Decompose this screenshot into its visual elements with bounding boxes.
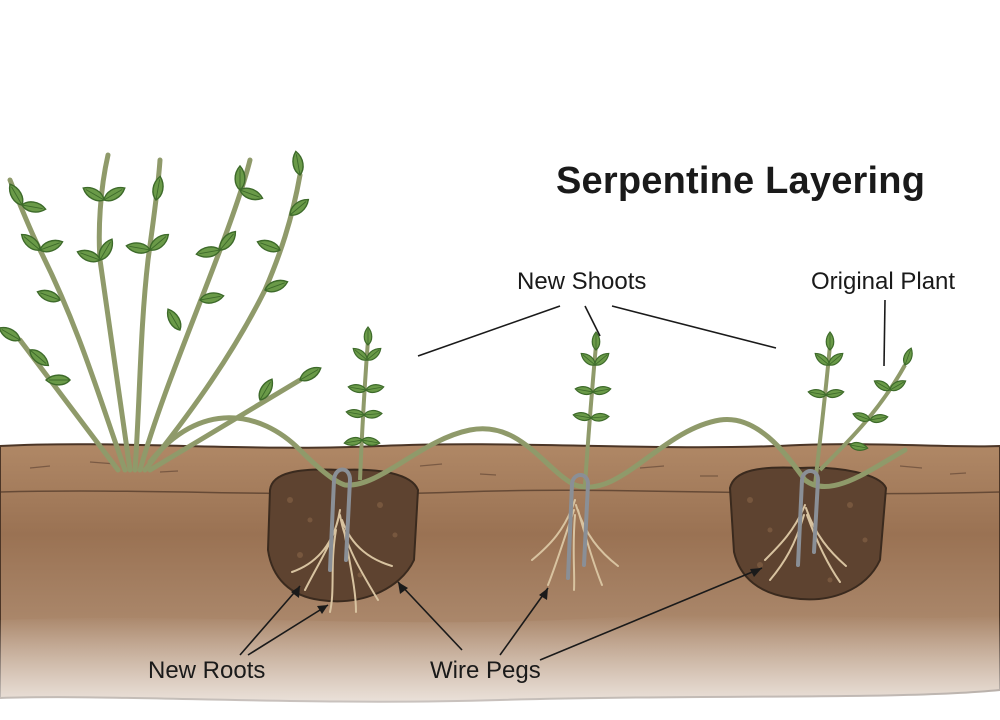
new-shoot-3 bbox=[807, 331, 916, 486]
callout-original bbox=[883, 299, 886, 367]
original-plant-leaves bbox=[0, 149, 324, 404]
serpentine-stem bbox=[147, 415, 908, 490]
callout-roots-1 bbox=[239, 585, 301, 656]
label-new-shoots: New Shoots bbox=[517, 268, 647, 295]
callout-roots-2 bbox=[247, 604, 329, 656]
callout-shoots-1 bbox=[417, 305, 561, 357]
callout-lines bbox=[239, 299, 886, 661]
new-shoot-2 bbox=[572, 331, 612, 486]
wire-pegs bbox=[328, 467, 821, 580]
wire-peg-3 bbox=[796, 469, 821, 567]
wire-peg-2 bbox=[566, 473, 591, 580]
new-shoot-1 bbox=[343, 326, 385, 481]
original-plant bbox=[7, 152, 303, 473]
label-wire-pegs: Wire Pegs bbox=[430, 657, 541, 684]
callout-roots-3 bbox=[397, 581, 463, 651]
callout-pegs-2 bbox=[539, 567, 763, 661]
wire-peg-1 bbox=[328, 467, 353, 572]
callout-shoots-2 bbox=[584, 305, 601, 337]
callout-pegs-1 bbox=[499, 587, 549, 656]
dug-soil-pockets bbox=[266, 466, 888, 603]
roots bbox=[291, 499, 847, 613]
diagram-title: Serpentine Layering bbox=[556, 160, 926, 202]
label-new-roots: New Roots bbox=[148, 657, 266, 684]
label-original-plant: Original Plant bbox=[811, 268, 956, 295]
callout-arrowheads bbox=[291, 568, 762, 614]
callout-shoots-3 bbox=[611, 305, 777, 349]
